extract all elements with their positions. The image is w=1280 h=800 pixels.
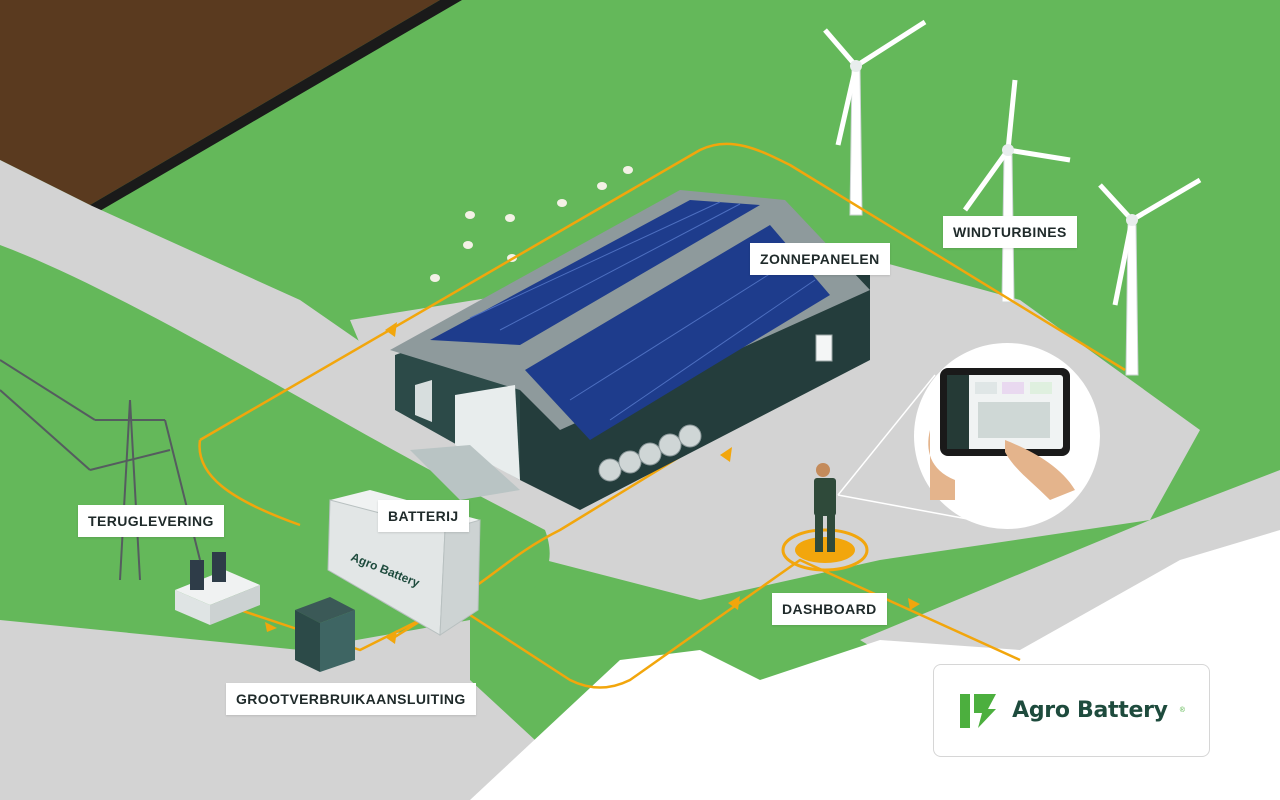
tablet-zoom-bubble	[914, 343, 1100, 529]
label-windturbines: WINDTURBINES	[943, 216, 1077, 248]
electrical-cabinet	[295, 597, 355, 672]
worker	[781, 463, 869, 572]
wind-turbine	[823, 19, 927, 216]
soil-edge	[90, 0, 462, 212]
arrow-icon	[265, 322, 920, 644]
wind-turbine	[1098, 177, 1202, 376]
soil-field	[0, 0, 440, 205]
chickens	[430, 166, 633, 282]
brand-logo-card: Agro Battery ®	[933, 664, 1210, 757]
tablet-icon	[940, 368, 1070, 456]
label-dashboard: DASHBOARD	[772, 593, 887, 625]
wind-turbine	[962, 79, 1071, 303]
zoom-connector	[837, 374, 936, 496]
brand-name: Agro Battery	[1012, 698, 1168, 723]
label-grootverbruikaansluiting: GROOTVERBRUIKAANSLUITING	[226, 683, 476, 715]
label-batterij: BATTERIJ	[378, 500, 469, 532]
barn	[390, 190, 870, 510]
registered-mark: ®	[1179, 707, 1185, 714]
label-teruglevering: TERUGLEVERING	[78, 505, 224, 537]
label-zonnepanelen: ZONNEPANELEN	[750, 243, 890, 275]
road-right	[860, 470, 1280, 700]
bolt-logo-icon	[960, 693, 997, 728]
transformer	[175, 552, 260, 625]
